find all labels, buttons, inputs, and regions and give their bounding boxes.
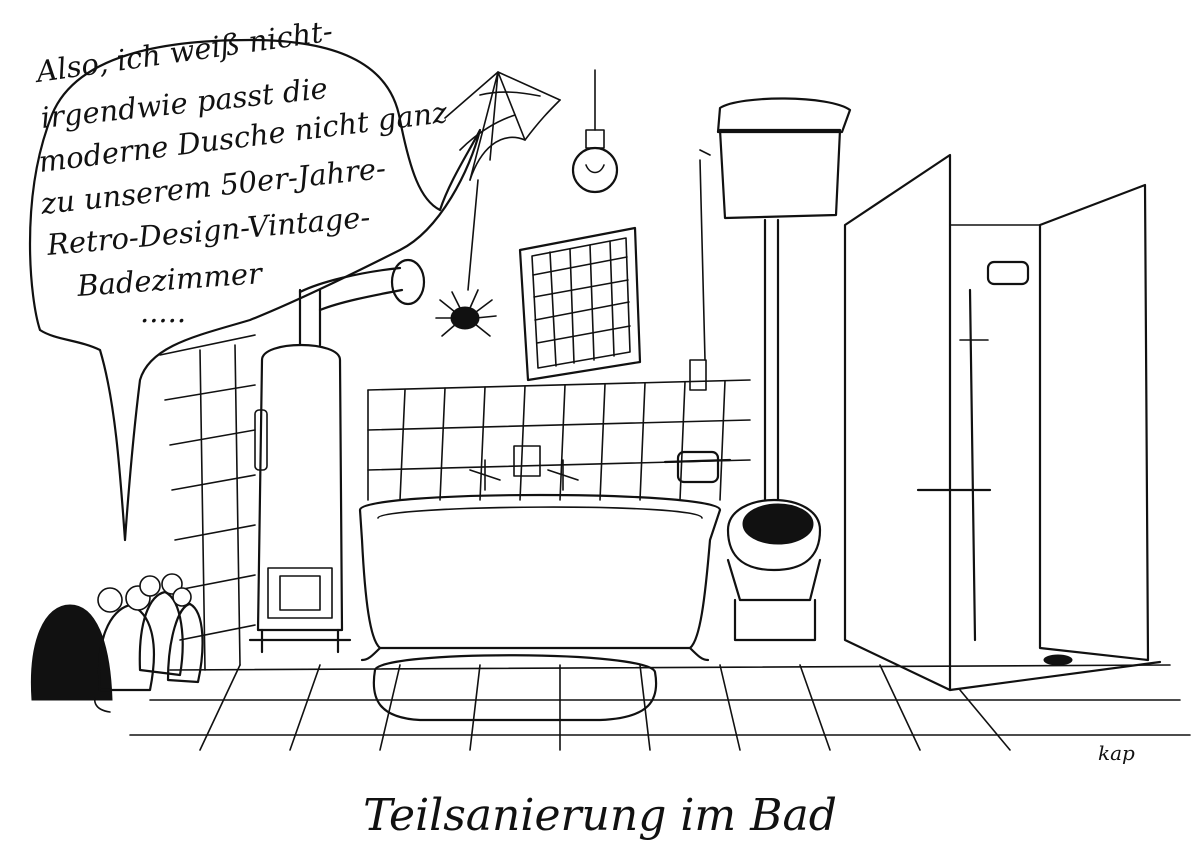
shower-cabin [843,153,1162,692]
caption: Teilsanierung im Bad [363,790,837,841]
bath-mat [372,654,658,722]
toilet [689,97,852,642]
bubble-line-7: ..... [140,295,186,329]
artist-signature: kap [1098,741,1135,765]
water-heater [248,258,426,654]
spider [435,289,497,337]
speech-bubble [28,38,482,542]
cobweb [444,71,561,291]
bathtub [358,445,722,662]
light-bulb [571,69,619,194]
left-wall-tiles [159,334,256,671]
window [518,226,642,382]
mouse-hole [30,604,113,701]
mice [94,573,204,713]
toilet-paper-holder [663,450,732,484]
floor-tiles [129,664,1191,751]
speech-bubble-text: Also, ich weiß nicht- irgendwie passt di… [31,14,449,329]
